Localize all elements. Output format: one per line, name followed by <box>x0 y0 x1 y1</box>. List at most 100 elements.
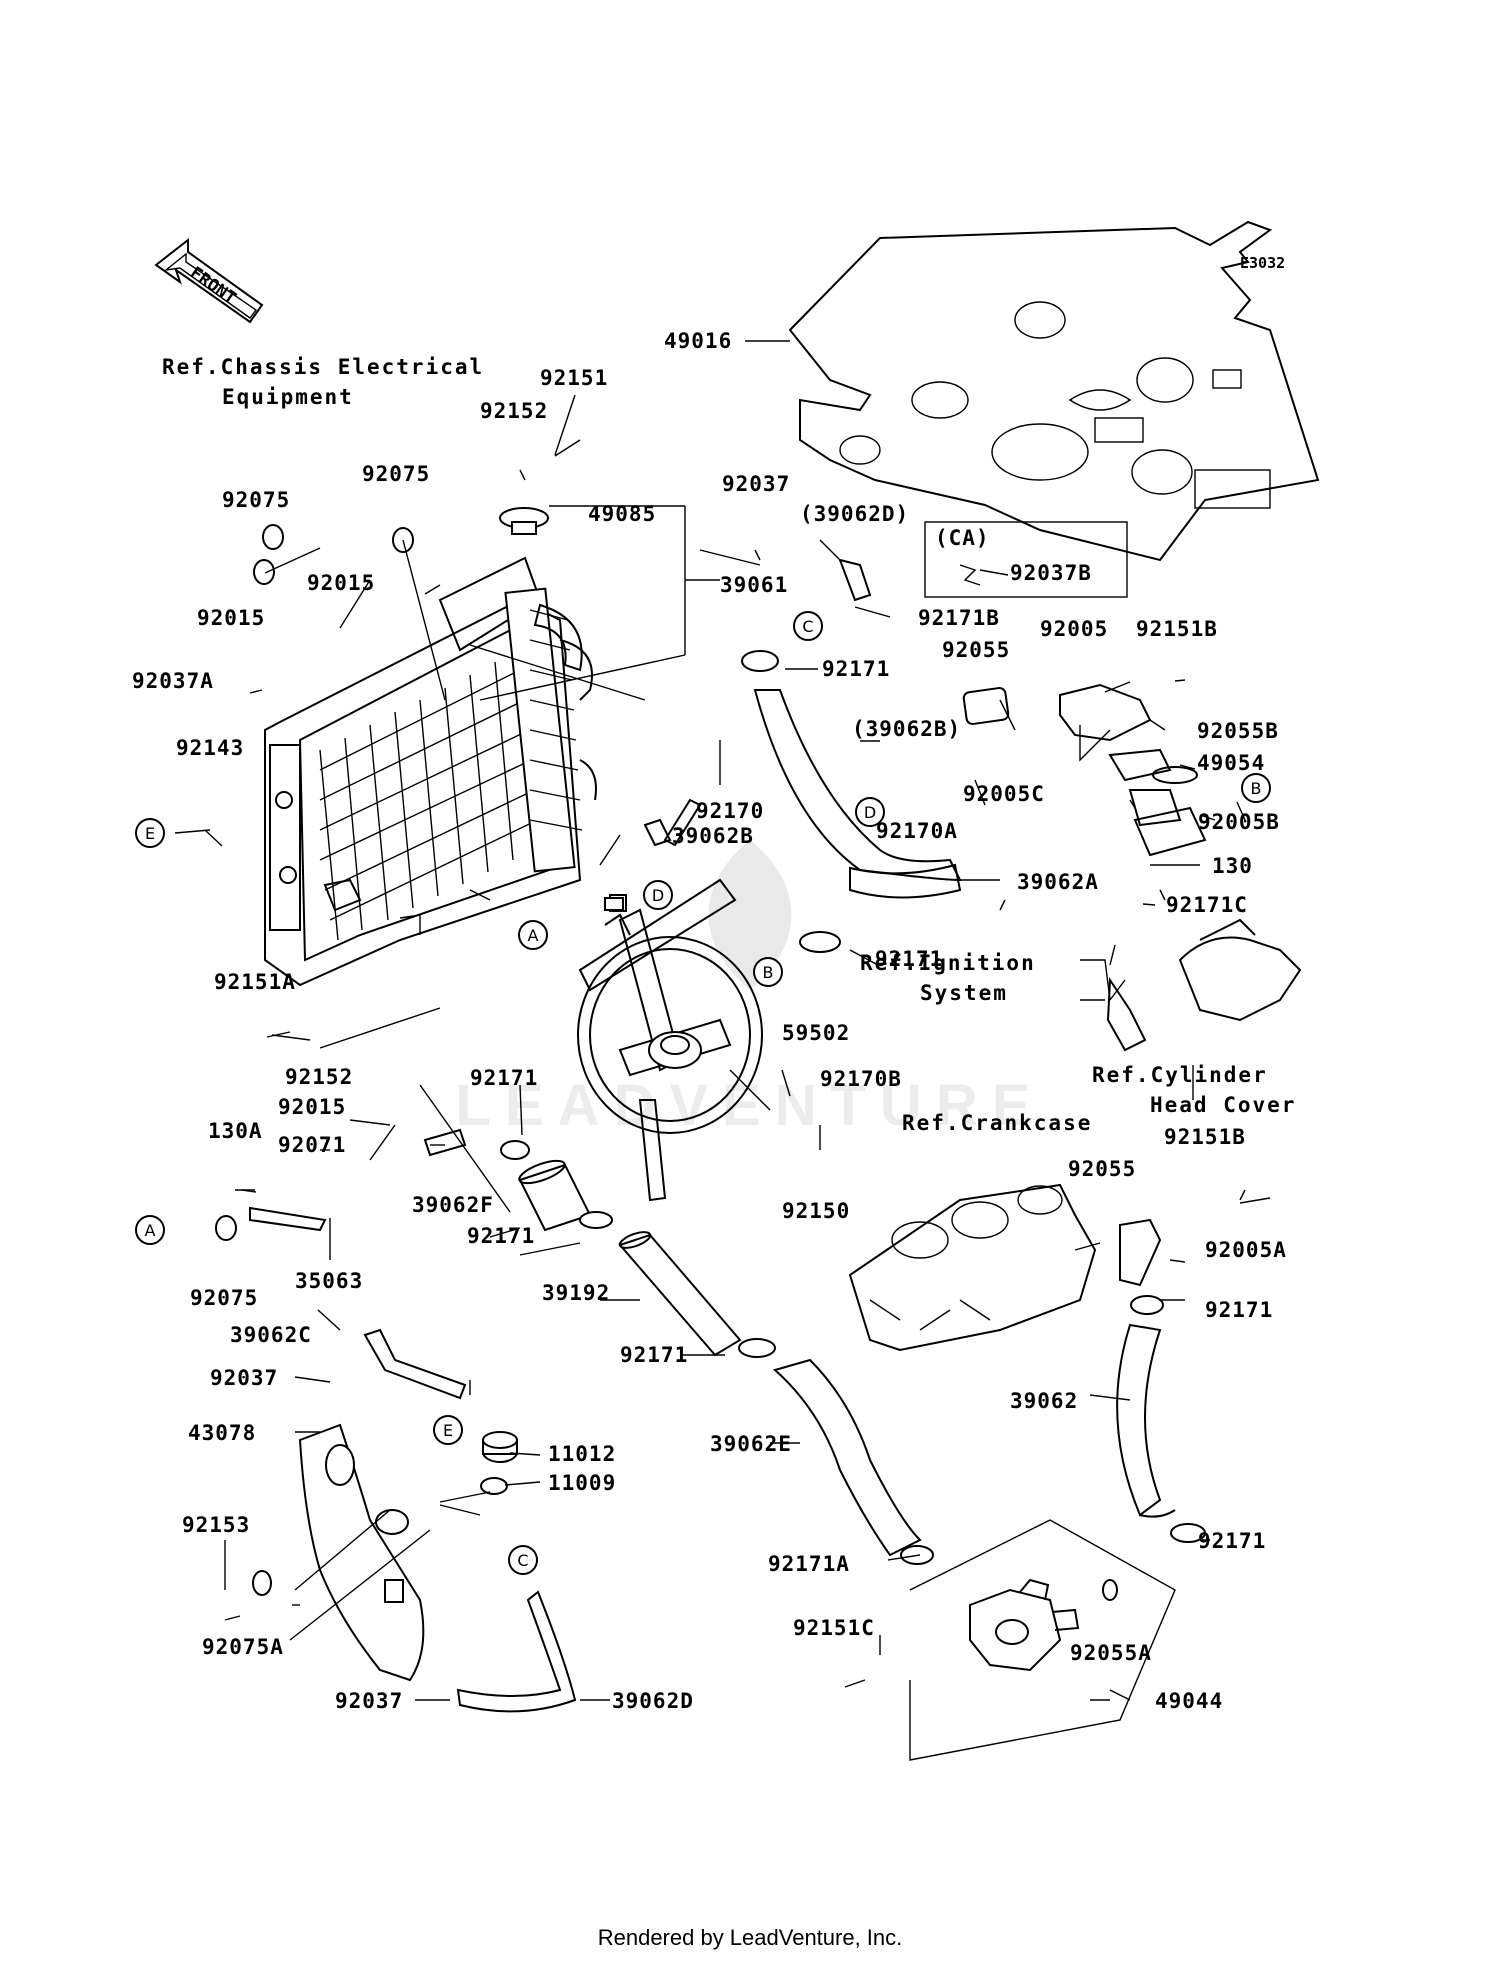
crankcase <box>848 1183 1162 1352</box>
hose-39062f <box>518 1159 592 1232</box>
pipe-39192 <box>618 1231 742 1357</box>
part-label: 92075 <box>222 488 290 512</box>
part-label: 92071 <box>278 1133 346 1157</box>
part-label: 92055 <box>942 638 1010 662</box>
part-label: 92151C <box>793 1616 875 1640</box>
part-label: 92170B <box>820 1067 902 1091</box>
svg-text:D: D <box>652 886 664 905</box>
part-label: 92015 <box>307 571 375 595</box>
part-label: 92171B <box>918 606 1000 630</box>
part-label: 92005 <box>1040 617 1108 641</box>
part-label: 92171 <box>620 1343 688 1367</box>
part-label: 39061 <box>720 573 788 597</box>
leadventure-watermark: LEADVENTURE <box>455 840 1031 1138</box>
part-label: 92151B <box>1136 617 1218 641</box>
callout-d-2: D <box>855 797 885 827</box>
part-label: 39062 <box>1010 1389 1078 1413</box>
part-label: 39062D <box>612 1689 694 1713</box>
callout-c-1: C <box>793 611 823 641</box>
part-label: 39062C <box>230 1323 312 1347</box>
part-label: 49044 <box>1155 1689 1223 1713</box>
thermostat-housing-92005 <box>962 683 1207 857</box>
part-label: 92171 <box>822 657 890 681</box>
part-label: 59502 <box>782 1021 850 1045</box>
svg-text:E: E <box>443 1421 453 1440</box>
hose-39062c <box>363 1328 467 1400</box>
water-pump-49044 <box>969 1578 1118 1672</box>
ref-crankcase: Ref.Crankcase <box>902 1111 1092 1135</box>
part-label: 39062A <box>1017 870 1099 894</box>
hose-39062d <box>456 1590 577 1713</box>
part-label: 11012 <box>548 1442 616 1466</box>
svg-text:B: B <box>1251 779 1262 798</box>
callout-a-2: A <box>135 1215 165 1245</box>
part-label: 92152 <box>285 1065 353 1089</box>
front-arrow-icon: FRONT <box>154 237 264 324</box>
part-label: 92005C <box>963 782 1045 806</box>
part-label: 92015 <box>197 606 265 630</box>
part-label: 43078 <box>188 1421 256 1445</box>
callout-d-1: D <box>643 880 673 910</box>
part-label: 92171 <box>875 947 943 971</box>
part-label: 92171 <box>1205 1298 1273 1322</box>
part-label: 49054 <box>1197 751 1265 775</box>
part-label: 92005A <box>1205 1238 1287 1262</box>
ref-chassis-electrical-line2: Equipment <box>222 385 354 409</box>
callout-a-1: A <box>518 920 548 950</box>
part-label: 130 <box>1212 854 1253 878</box>
part-label: 92171C <box>1166 893 1248 917</box>
part-label: (39062D) <box>800 502 909 526</box>
part-label: 35063 <box>295 1269 363 1293</box>
part-label: 92005B <box>1198 810 1280 834</box>
svg-text:A: A <box>145 1221 156 1240</box>
part-label: 92152 <box>480 399 548 423</box>
hose-39062e <box>772 1358 922 1557</box>
part-label: 92055A <box>1070 1641 1152 1665</box>
ca-box-title: (CA) <box>935 526 990 550</box>
part-label: 92151 <box>540 366 608 390</box>
part-label: (39062B) <box>852 717 961 741</box>
hose-39061 <box>533 603 583 672</box>
svg-text:C: C <box>802 617 813 636</box>
part-label: 92037 <box>722 472 790 496</box>
fan-connector <box>604 897 624 911</box>
svg-text:D: D <box>864 803 876 822</box>
callout-e-1: E <box>135 818 165 848</box>
part-label: 92055 <box>1068 1157 1136 1181</box>
diagram-code: E3032 <box>1240 254 1285 272</box>
part-label: 49085 <box>588 502 656 526</box>
bracket-35063 <box>249 1206 327 1232</box>
part-label: 92151B <box>1164 1125 1246 1149</box>
radiator <box>264 556 597 987</box>
part-label: 92151A <box>214 970 296 994</box>
part-label: 92171 <box>467 1224 535 1248</box>
part-label: 92170A <box>876 819 958 843</box>
ref-cylinder-head-line1: Ref.Cylinder <box>1092 1063 1268 1087</box>
cover-plate-49016 <box>788 220 1320 562</box>
ignition-bracket-ref <box>1106 976 1147 1052</box>
svg-text:C: C <box>517 1551 528 1570</box>
part-label: 49016 <box>664 329 732 353</box>
ref-ignition-line1: Ref.Ignition <box>860 951 1036 975</box>
part-label: 92037 <box>335 1689 403 1713</box>
part-label: 92143 <box>176 736 244 760</box>
part-label: 92171 <box>470 1066 538 1090</box>
ca-box: (CA) 92037B <box>924 521 1128 598</box>
callout-b-2: B <box>753 957 783 987</box>
callout-c-2: C <box>508 1545 538 1575</box>
part-label: 92075 <box>190 1286 258 1310</box>
part-label: 92075A <box>202 1635 284 1659</box>
ref-chassis-electrical-line1: Ref.Chassis Electrical <box>162 355 484 379</box>
cylinder-head-cover-ref <box>1178 918 1302 1022</box>
ref-cylinder-head-line2: Head Cover <box>1150 1093 1296 1117</box>
part-label: 92037 <box>210 1366 278 1390</box>
bolts <box>224 439 1271 1688</box>
seal-11009 <box>480 1477 508 1495</box>
part-label: 92171 <box>1198 1529 1266 1553</box>
callout-e-2: E <box>433 1415 463 1445</box>
footer-credit: Rendered by LeadVenture, Inc. <box>598 1925 903 1950</box>
part-label: 92015 <box>278 1095 346 1119</box>
part-label: 92055B <box>1197 719 1279 743</box>
svg-text:E: E <box>145 824 155 843</box>
